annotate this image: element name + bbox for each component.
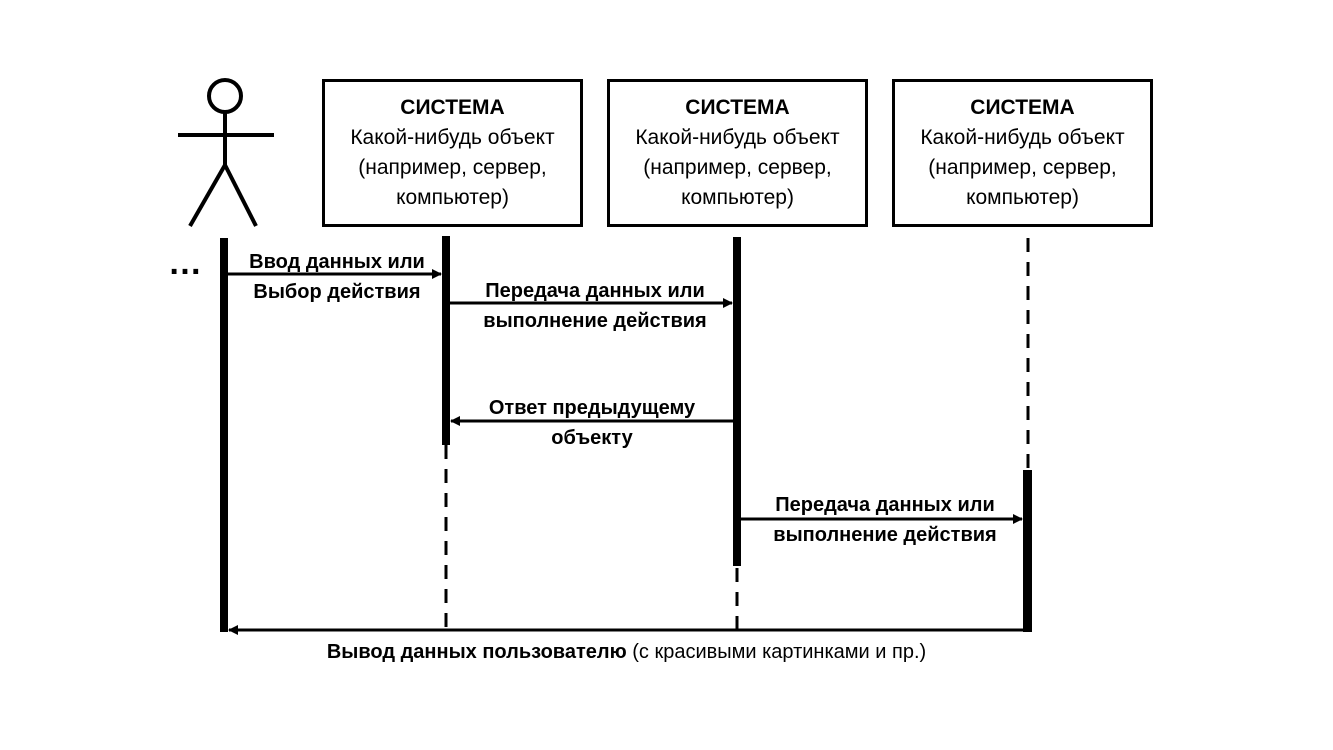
stick-figure-icon [178, 78, 274, 227]
object-box-3: СИСТЕМА Какой-нибудь объект (например, с… [892, 79, 1153, 227]
output-caption: Вывод данных пользователю (с красивыми к… [0, 641, 1253, 664]
message-label-line: выполнение действия [773, 524, 997, 546]
object-description-line: (например, сервер, [358, 156, 547, 179]
object-box-1: СИСТЕМА Какой-нибудь объект (например, с… [322, 79, 583, 227]
activation-bar-user [220, 238, 228, 632]
object-title: СИСТЕМА [970, 96, 1075, 119]
output-caption-normal: (с красивыми картинками и пр.) [626, 641, 927, 663]
object-title: СИСТЕМА [685, 96, 790, 119]
message-label-line: Ответ предыдущему [488, 397, 696, 419]
object-description-line: Какой-нибудь объект [350, 126, 555, 149]
object-description-line: компьютер) [966, 186, 1079, 209]
message-label-reply: Ответ предыдущему объекту [462, 393, 722, 453]
object-title: СИСТЕМА [400, 96, 505, 119]
message-label-line: Выбор действия [253, 281, 421, 303]
activation-bar-object-3 [1023, 470, 1032, 632]
activation-bar-object-2 [733, 237, 741, 566]
message-label-input: Ввод данных или Выбор действия [234, 247, 440, 307]
object-box-2: СИСТЕМА Какой-нибудь объект (например, с… [607, 79, 868, 227]
message-label-transfer-2: Передача данных или выполнение действия [745, 490, 1025, 550]
object-description-line: компьютер) [681, 186, 794, 209]
object-description-line: Какой-нибудь объект [635, 126, 840, 149]
message-label-line: Передача данных или [775, 494, 995, 516]
message-label-transfer-1: Передача данных или выполнение действия [455, 276, 735, 336]
message-label-line: Ввод данных или [249, 251, 425, 273]
object-description-line: (например, сервер, [928, 156, 1117, 179]
activation-bar-object-1 [442, 236, 450, 445]
actor-continuation-ellipsis: … [168, 244, 203, 282]
object-description-line: компьютер) [396, 186, 509, 209]
message-label-line: выполнение действия [483, 310, 707, 332]
message-label-line: объекту [551, 427, 633, 449]
output-caption-bold: Вывод данных пользователю [326, 641, 627, 663]
object-description-line: (например, сервер, [643, 156, 832, 179]
object-description-line: Какой-нибудь объект [920, 126, 1125, 149]
message-label-line: Передача данных или [485, 280, 705, 302]
